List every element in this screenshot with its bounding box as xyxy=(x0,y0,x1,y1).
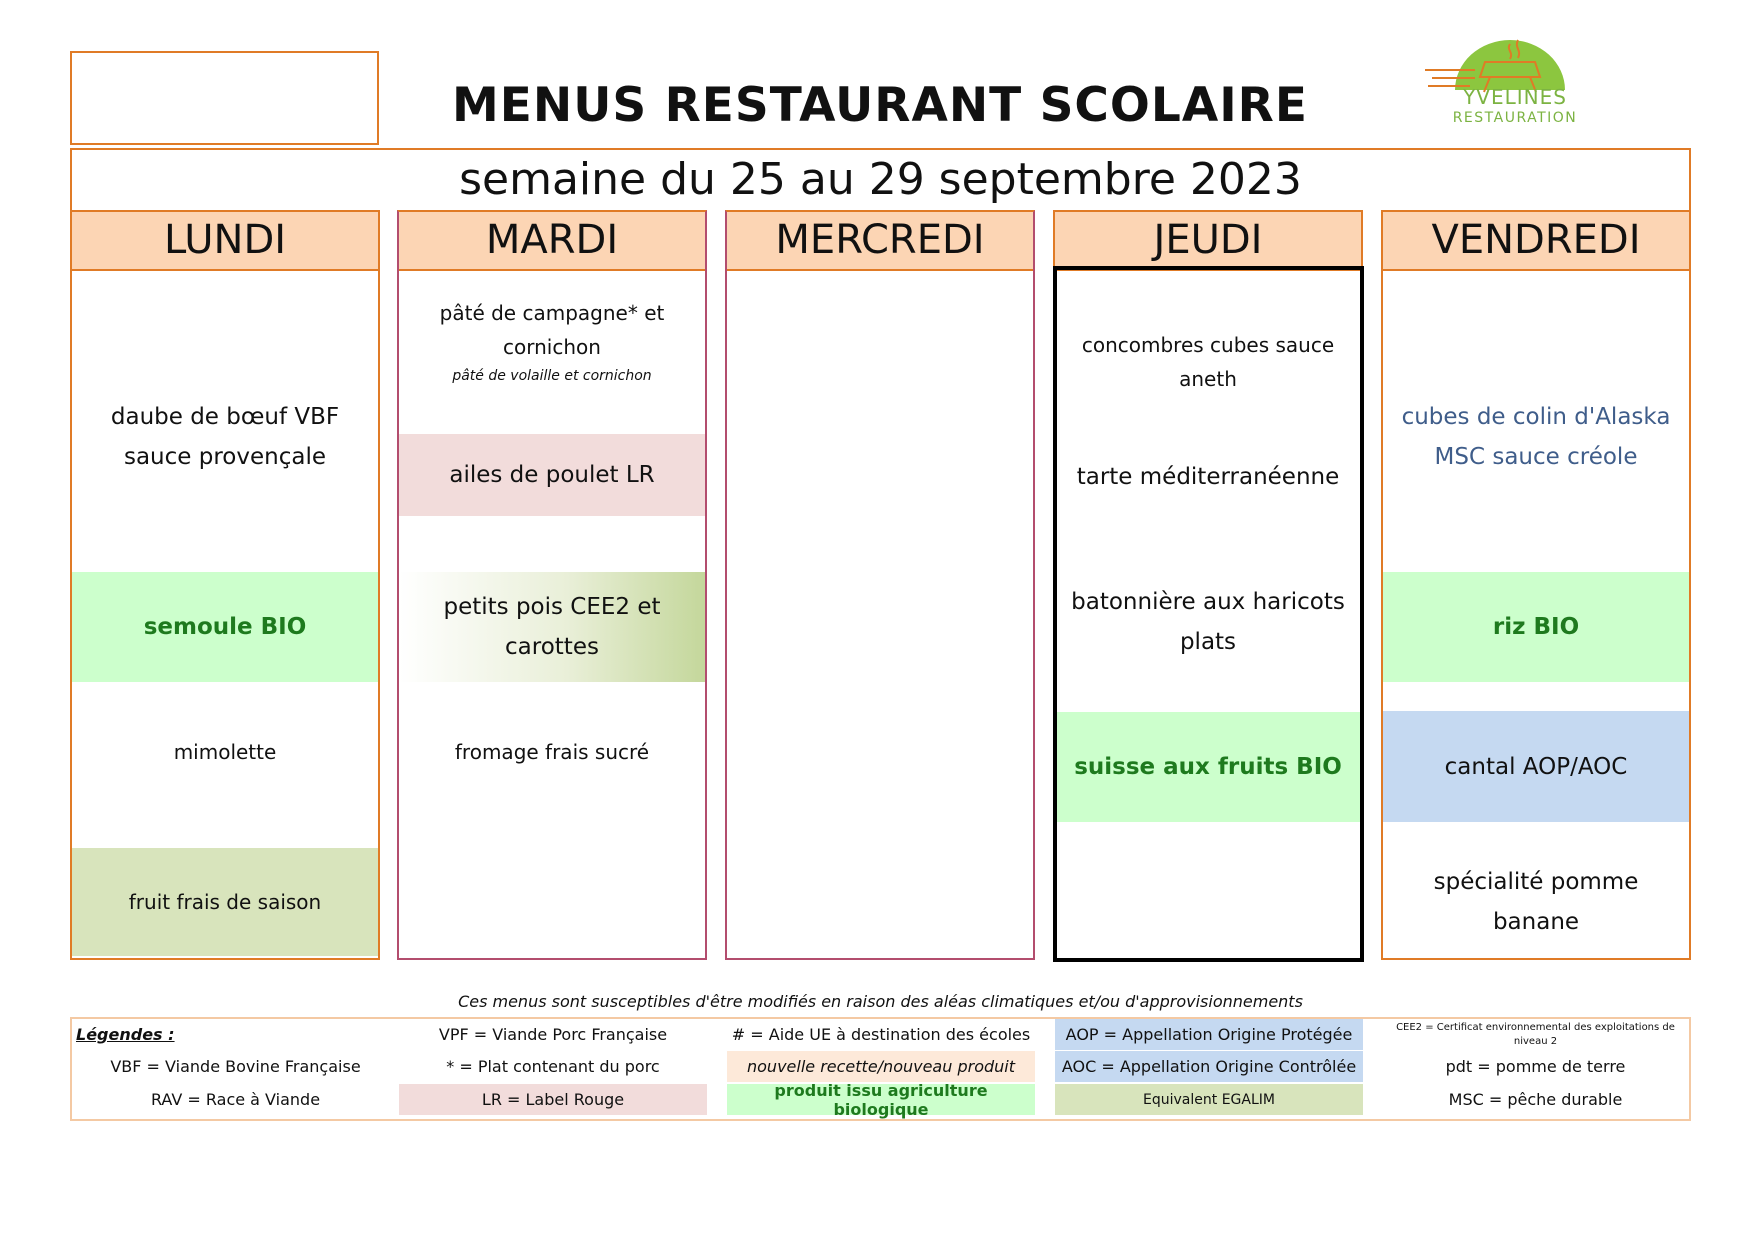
jeudi-highlight-frame xyxy=(1053,266,1364,962)
mardi-cheese-text: fromage frais sucré xyxy=(454,740,650,764)
week-frame xyxy=(70,148,1691,210)
jeudi-side-dish: batonnière aux haricots plats xyxy=(1055,557,1361,687)
lundi-side-text: semoule BIO xyxy=(143,614,307,640)
logo-line-1: YVELINES xyxy=(1463,85,1567,109)
day-header-vendredi: VENDREDI xyxy=(1383,212,1689,271)
mardi-main-text: ailes de poulet LR xyxy=(449,462,655,488)
mardi-starter-alternative: pâté de volaille et cornichon xyxy=(452,368,652,384)
legend-table: Légendes : VBF = Viande Bovine Française… xyxy=(70,1017,1691,1121)
jeudi-side-line-1: batonnière aux haricots xyxy=(1071,589,1345,615)
legend-pdt: pdt = pomme de terre xyxy=(1445,1057,1626,1076)
jeudi-starter: concombres cubes sauce aneth xyxy=(1055,312,1361,412)
jeudi-side-line-2: plats xyxy=(1179,629,1237,655)
lundi-cheese: mimolette xyxy=(72,682,378,822)
legend-aop: AOP = Appellation Origine Protégée xyxy=(1055,1019,1363,1050)
legend-rav: RAV = Race à Viande xyxy=(150,1090,321,1109)
mardi-main-dish: ailes de poulet LR xyxy=(399,434,705,516)
vendredi-main-line-2: MSC sauce créole xyxy=(1434,444,1638,470)
mardi-starter-line-2: cornichon xyxy=(503,335,601,359)
day-column-lundi: LUNDI daube de bœuf VBF sauce provençale… xyxy=(70,210,380,960)
legend-nouvelle-recette: nouvelle recette/nouveau produit xyxy=(727,1051,1035,1082)
logo-placeholder-box xyxy=(70,51,379,145)
lundi-dessert-text: fruit frais de saison xyxy=(128,890,322,914)
legend-msc: MSC = pêche durable xyxy=(1448,1090,1623,1109)
menu-notice: Ces menus sont susceptibles d'être modif… xyxy=(458,992,1303,1011)
mardi-side-line-1: petits pois CEE2 et xyxy=(443,594,661,620)
mardi-starter-line-1: pâté de campagne* et xyxy=(439,301,665,325)
day-header-mercredi: MERCREDI xyxy=(727,212,1033,271)
mardi-side-dish: petits pois CEE2 et carottes xyxy=(399,572,705,682)
mardi-side-line-2: carottes xyxy=(505,634,599,660)
jeudi-main-text: tarte méditerranéenne xyxy=(1076,464,1340,490)
mardi-cheese: fromage frais sucré xyxy=(399,682,705,822)
day-column-mercredi: MERCREDI xyxy=(725,210,1035,960)
lundi-main-line-2: sauce provençale xyxy=(123,444,326,470)
legend-title: Légendes : xyxy=(76,1025,175,1044)
vendredi-dessert: spécialité pomme banane xyxy=(1383,848,1689,956)
mardi-starter: pâté de campagne* et cornichon pâté de v… xyxy=(399,287,705,397)
legend-aide-ue: # = Aide UE à destination des écoles xyxy=(731,1025,1031,1044)
yvelines-restauration-logo xyxy=(1425,39,1565,93)
logo-text: YVELINES RESTAURATION xyxy=(1440,85,1590,127)
legend-label-rouge: LR = Label Rouge xyxy=(399,1084,707,1115)
day-column-mardi: MARDI pâté de campagne* et cornichon pât… xyxy=(397,210,707,960)
lundi-main-dish: daube de bœuf VBF sauce provençale xyxy=(72,377,378,497)
day-header-jeudi: JEUDI xyxy=(1055,212,1361,271)
lundi-cheese-text: mimolette xyxy=(173,740,277,764)
vendredi-main-dish: cubes de colin d'Alaska MSC sauce créole xyxy=(1383,377,1689,497)
lundi-dessert: fruit frais de saison xyxy=(72,848,378,956)
vendredi-side-text: riz BIO xyxy=(1492,614,1580,640)
jeudi-starter-text: concombres cubes sauce aneth xyxy=(1081,333,1335,391)
jeudi-main-dish: tarte méditerranéenne xyxy=(1055,412,1361,542)
legend-porc: * = Plat contenant du porc xyxy=(446,1057,660,1076)
vendredi-cheese-text: cantal AOP/AOC xyxy=(1444,753,1628,780)
vendredi-side-dish: riz BIO xyxy=(1383,572,1689,682)
legend-egalim: Equivalent EGALIM xyxy=(1055,1084,1363,1115)
legend-bio: produit issu agriculture biologique xyxy=(727,1081,1035,1119)
day-header-lundi: LUNDI xyxy=(72,212,378,271)
jeudi-dairy-text: suisse aux fruits BIO xyxy=(1074,754,1342,780)
page-title: MENUS RESTAURANT SCOLAIRE xyxy=(452,78,1308,133)
logo-line-2: RESTAURATION xyxy=(1452,110,1578,126)
jeudi-dairy: suisse aux fruits BIO xyxy=(1055,712,1361,822)
lundi-main-line-1: daube de bœuf VBF xyxy=(110,404,340,430)
day-header-mardi: MARDI xyxy=(399,212,705,271)
legend-vpf: VPF = Viande Porc Française xyxy=(438,1025,668,1044)
vendredi-main-line-1: cubes de colin d'Alaska xyxy=(1401,404,1671,430)
lundi-side-dish: semoule BIO xyxy=(72,572,378,682)
legend-vbf: VBF = Viande Bovine Française xyxy=(110,1057,361,1076)
vendredi-dessert-text: spécialité pomme banane xyxy=(1433,869,1639,935)
day-column-vendredi: VENDREDI cubes de colin d'Alaska MSC sau… xyxy=(1381,210,1691,960)
vendredi-cheese: cantal AOP/AOC xyxy=(1383,711,1689,822)
legend-aoc: AOC = Appellation Origine Contrôlée xyxy=(1055,1051,1363,1082)
week-title: semaine du 25 au 29 septembre 2023 xyxy=(459,154,1302,205)
legend-cee2: CEE2 = Certificat environnemental des ex… xyxy=(1396,1022,1675,1047)
